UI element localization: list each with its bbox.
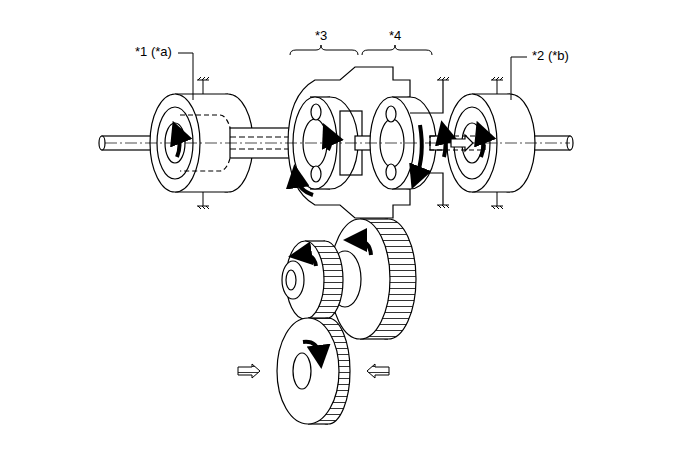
callout-label: *1 (*a) — [134, 45, 173, 58]
callout-label: *2 (*b) — [531, 49, 570, 62]
callout-number: *3 — [314, 29, 328, 42]
callout-number: *4 — [388, 29, 402, 42]
